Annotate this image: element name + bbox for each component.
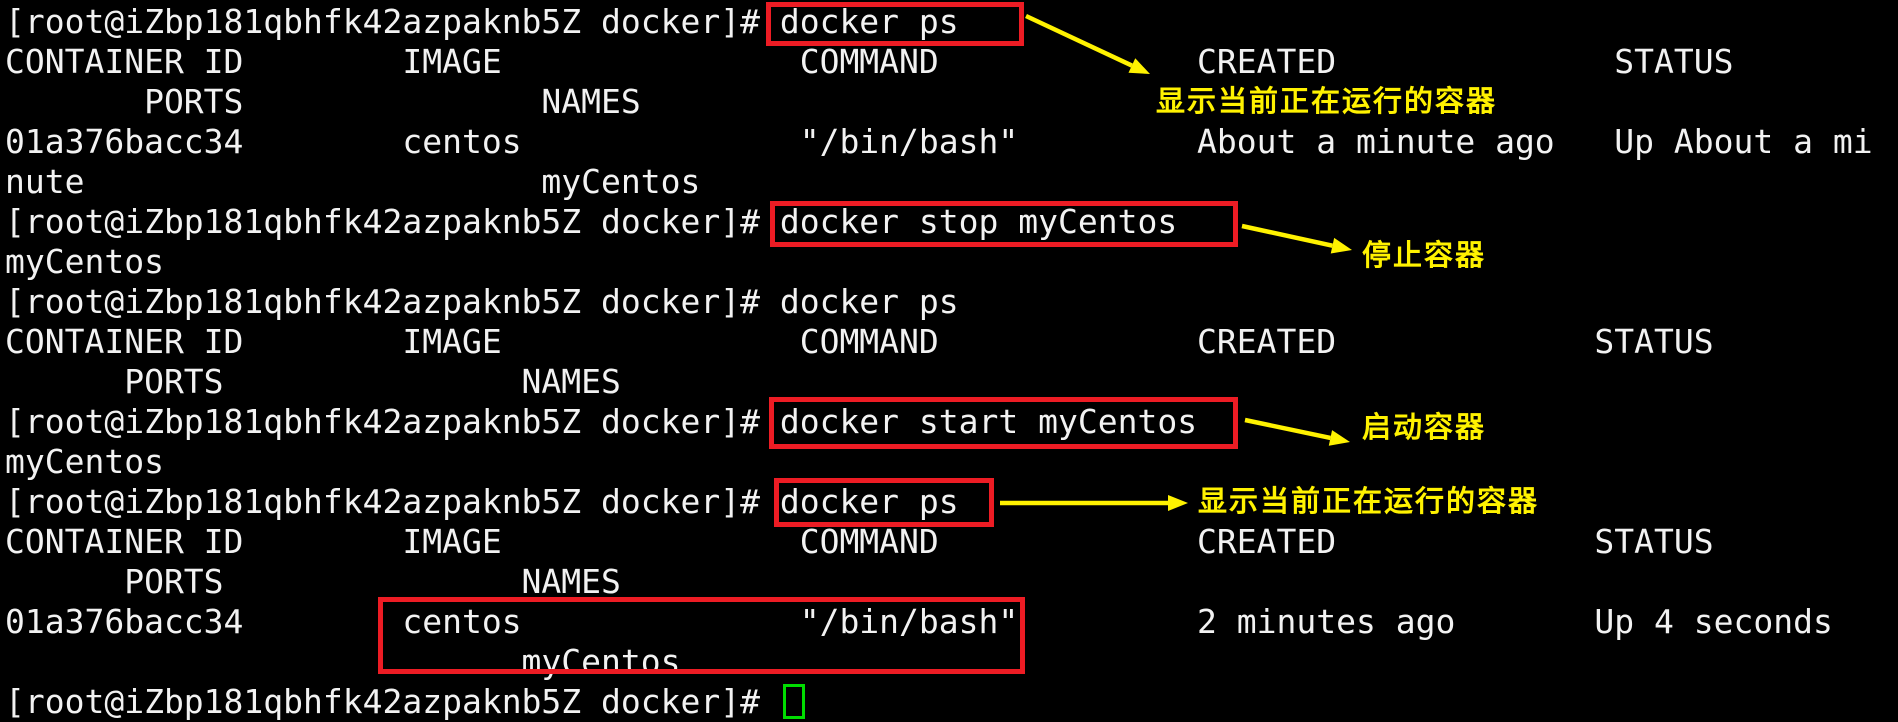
terminal-line: PORTS NAMES xyxy=(5,362,621,401)
label-show-running-1: 显示当前正在运行的容器 xyxy=(1156,86,1498,118)
terminal-line: nute myCentos xyxy=(5,162,701,201)
terminal-line: 01a376bacc34 centos "/bin/bash" 2 minute… xyxy=(5,602,1833,641)
terminal-line: PORTS NAMES xyxy=(5,82,641,121)
terminal-lines: [root@iZbp181qbhfk42azpaknb5Z docker]# d… xyxy=(5,2,1873,722)
terminal-line: myCentos xyxy=(5,642,681,681)
terminal-line: myCentos xyxy=(5,442,164,481)
terminal-line: PORTS NAMES xyxy=(5,562,621,601)
terminal-line: CONTAINER ID IMAGE COMMAND CREATED STATU… xyxy=(5,322,1714,361)
terminal-line: myCentos xyxy=(5,242,164,281)
redbox-docker-start xyxy=(769,397,1238,449)
terminal-line: CONTAINER ID IMAGE COMMAND CREATED STATU… xyxy=(5,522,1714,561)
label-show-running-2: 显示当前正在运行的容器 xyxy=(1198,486,1540,518)
redbox-container-row xyxy=(378,597,1025,674)
redbox-docker-ps-1 xyxy=(766,2,1024,46)
terminal-line: [root@iZbp181qbhfk42azpaknb5Z docker]# d… xyxy=(5,2,959,41)
redbox-docker-stop xyxy=(770,201,1238,247)
label-start-container: 启动容器 xyxy=(1362,412,1487,444)
terminal-line: [root@iZbp181qbhfk42azpaknb5Z docker]# d… xyxy=(5,282,959,321)
terminal-cursor xyxy=(783,684,805,719)
terminal-line: [root@iZbp181qbhfk42azpaknb5Z docker]# xyxy=(5,682,780,721)
terminal-line: [root@iZbp181qbhfk42azpaknb5Z docker]# d… xyxy=(5,482,959,521)
label-stop-container: 停止容器 xyxy=(1362,240,1487,272)
terminal-line: 01a376bacc34 centos "/bin/bash" About a … xyxy=(5,122,1873,161)
terminal-line: [root@iZbp181qbhfk42azpaknb5Z docker]# d… xyxy=(5,202,1178,241)
redbox-docker-ps-2 xyxy=(774,478,994,527)
terminal-line: [root@iZbp181qbhfk42azpaknb5Z docker]# d… xyxy=(5,402,1198,441)
terminal-line: CONTAINER ID IMAGE COMMAND CREATED STATU… xyxy=(5,42,1734,81)
